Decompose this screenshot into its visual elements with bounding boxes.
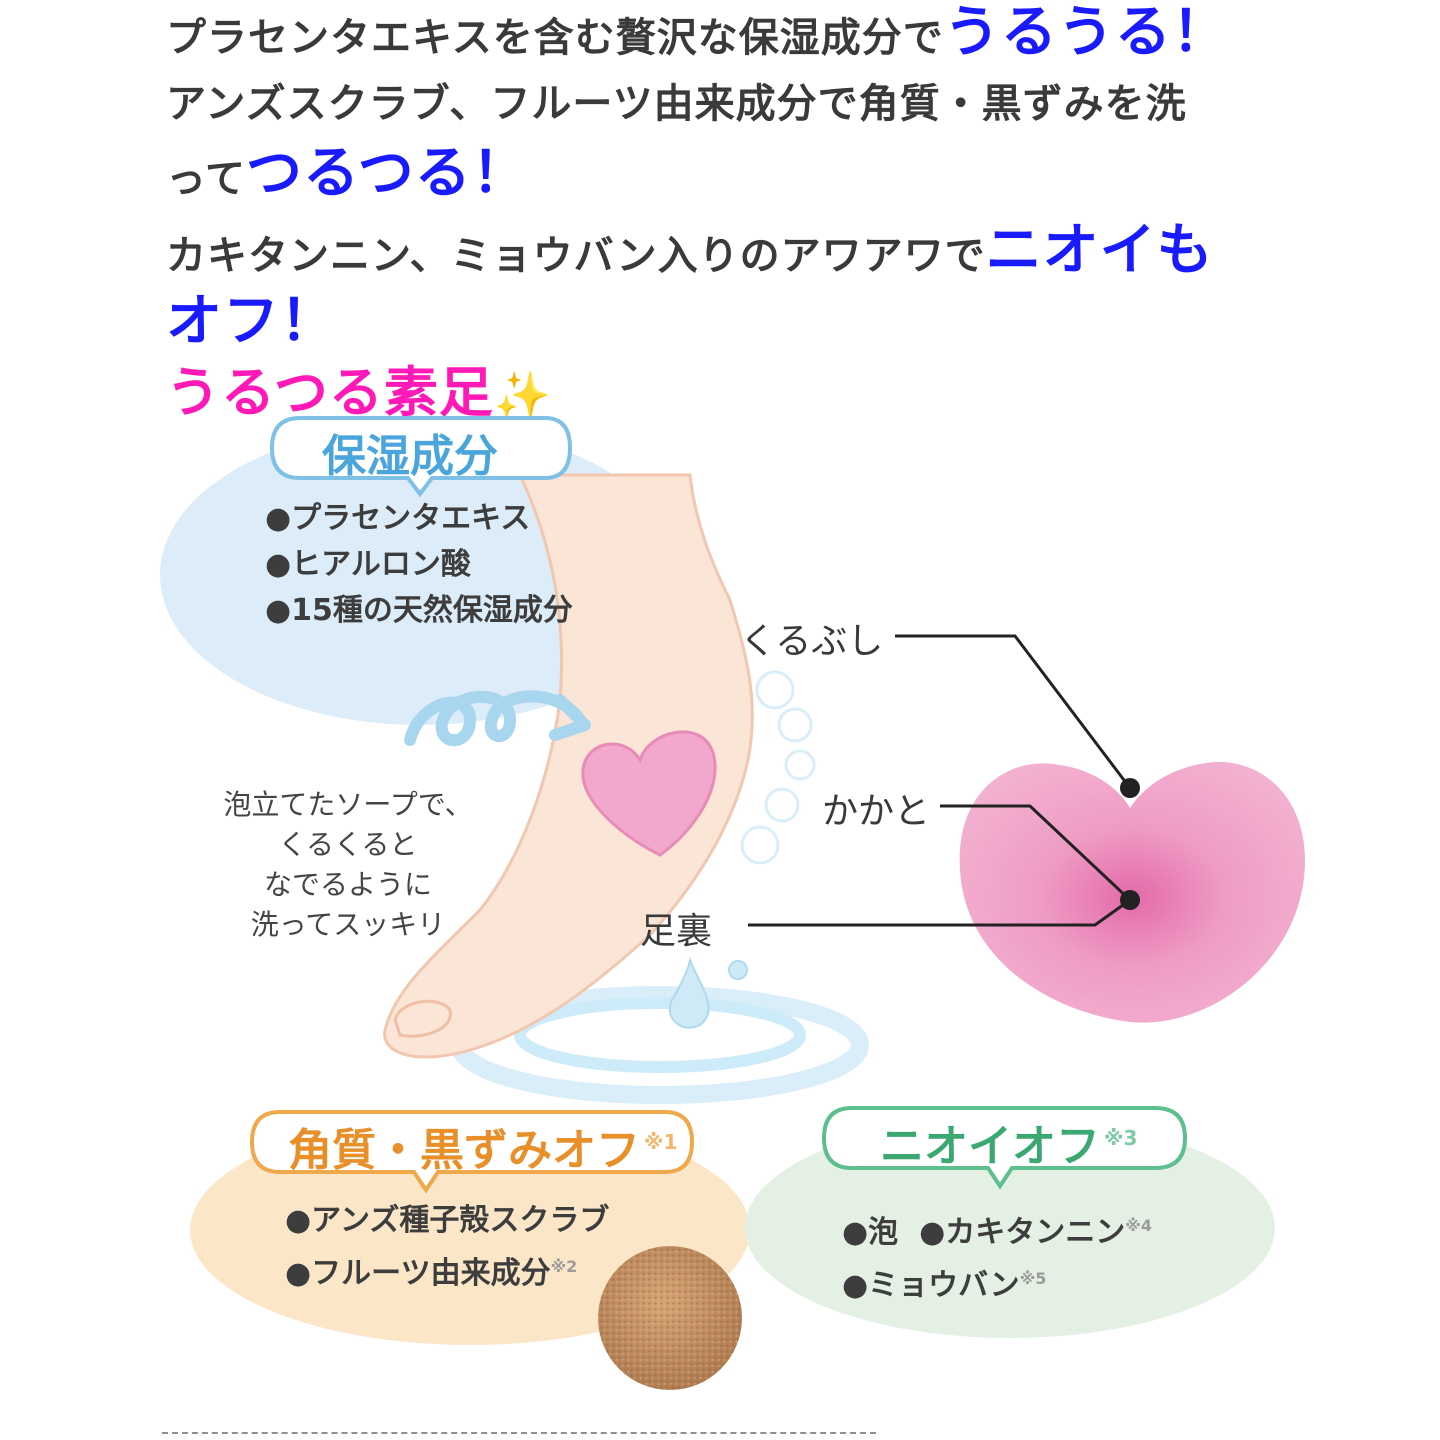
intro-emphasis-uruuru: うるうる！ — [943, 0, 1229, 65]
list-item: ●ミョウバン※5 — [842, 1268, 1047, 1303]
list-item: ●泡 ●カキタンニン※4 — [842, 1215, 1152, 1250]
swirl-arrow-icon — [404, 690, 591, 747]
intro-emphasis-urutsuru-suashi: うるつる素足 — [166, 361, 494, 424]
label-ashiura: 足裏 — [640, 911, 713, 952]
odor-title-pill — [821, 1106, 1188, 1190]
label-kakato: かかと — [822, 791, 931, 832]
odor-list: ●泡 ●カキタンニン※4 ●ミョウバン※5 — [842, 1203, 1152, 1309]
list-item: ●アンズ種子殻スクラブ — [285, 1203, 610, 1238]
intro-line-2: アンズスクラブ、フルーツ由来成分で角質・黒ずみを洗 — [166, 81, 1187, 127]
water-droplet-icon — [668, 956, 748, 1029]
intro-line-4: カキタンニン、ミョウバン入りのアワアワでニオイも — [166, 218, 1214, 283]
moisture-title: 保湿成分 — [322, 431, 498, 482]
moisture-list: ●プラセンタエキス ●ヒアルロン酸 ●15種の天然保湿成分 — [265, 496, 573, 634]
list-item: ●15種の天然保湿成分 — [265, 593, 573, 628]
odor-blob — [745, 1118, 1275, 1338]
leader-lines — [748, 634, 1132, 927]
heel-heart-icon — [581, 730, 717, 857]
intro-text-block: プラセンタエキスを含む贅沢な保湿成分でうるうる！ アンズスクラブ、フルーツ由来成… — [166, 0, 1326, 431]
dashed-divider — [162, 1432, 876, 1434]
intro-line-3: ってつるつる！ — [166, 141, 529, 206]
exfoliate-list: ●アンズ種子殻スクラブ ●フルーツ由来成分※2 — [285, 1198, 609, 1297]
intro-line-1: プラセンタエキスを含む贅沢な保湿成分でうるうる！ — [166, 0, 1229, 65]
list-item: ●プラセンタエキス — [265, 501, 531, 536]
intro-line-5: オフ！ — [166, 289, 1326, 360]
ashiura-marker — [1120, 890, 1140, 910]
list-item: ●ヒアルロン酸 — [265, 547, 471, 582]
kurubushi-marker — [1120, 778, 1140, 798]
intro-line-6: うるつる素足✨ — [166, 360, 1326, 431]
washing-caption: 泡立てたソープで、 くるくると なでるように 洗ってスッキリ — [223, 788, 473, 941]
moisture-title-pill — [269, 416, 573, 498]
intro-emphasis-tsurutsuru: つるつる！ — [246, 141, 529, 206]
foam-bubbles-icon — [740, 670, 816, 865]
exfoliate-title-pill — [249, 1110, 695, 1194]
exfoliate-title: 角質・黒ずみオフ※1 — [288, 1125, 678, 1176]
intro-emphasis-off: オフ！ — [166, 289, 337, 354]
list-item: ●フルーツ由来成分※2 — [285, 1256, 578, 1291]
odor-title: ニオイオフ※3 — [880, 1121, 1138, 1172]
label-kurubushi: くるぶし — [740, 621, 884, 662]
sparkles-icon: ✨ — [493, 368, 553, 422]
intro-emphasis-nioimo: ニオイも — [985, 218, 1214, 283]
